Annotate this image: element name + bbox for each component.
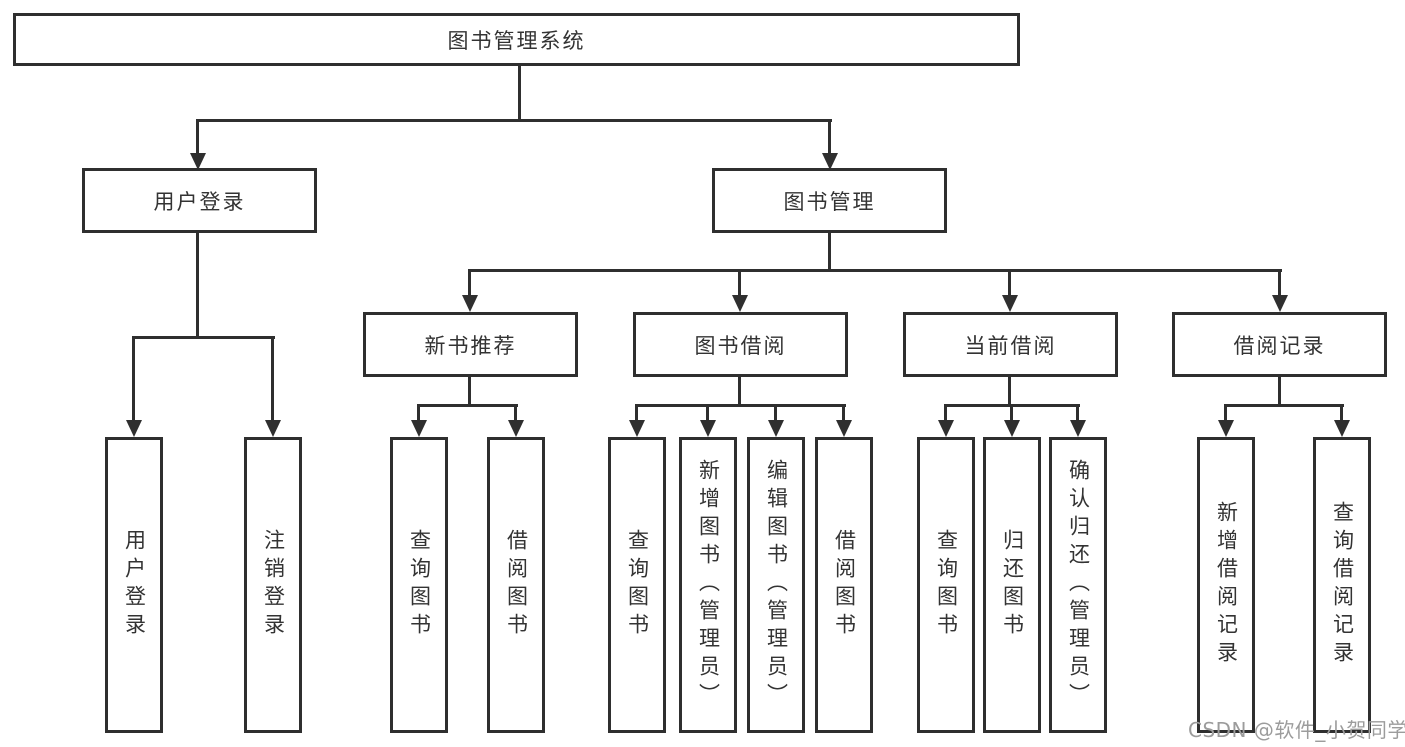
arrow-down <box>738 270 741 295</box>
leaf-query-books-recommend: 查询图书 <box>390 437 448 733</box>
leaf-label: 查询图书 <box>625 529 650 641</box>
leaf-query-borrow-record: 查询借阅记录 <box>1313 437 1371 733</box>
connector-line <box>635 404 846 407</box>
arrow-down <box>271 337 274 420</box>
connector-line <box>468 375 471 407</box>
node-library-system: 图书管理系统 <box>13 13 1020 66</box>
node-book-borrowing: 图书借阅 <box>633 312 848 377</box>
leaf-label: 编辑图书（管理员） <box>764 459 789 711</box>
leaf-query-books-borrowing: 查询图书 <box>608 437 666 733</box>
leaf-label: 确认归还（管理员） <box>1066 459 1091 711</box>
arrow-down <box>828 120 831 153</box>
node-label: 借阅记录 <box>1233 333 1326 358</box>
node-label: 用户登录 <box>153 189 246 214</box>
leaf-label: 借阅图书 <box>832 529 857 641</box>
leaf-borrow-books-recommend: 借阅图书 <box>487 437 545 733</box>
connector-line <box>518 64 521 122</box>
leaf-edit-books-admin: 编辑图书（管理员） <box>747 437 805 733</box>
arrow-down <box>514 405 517 420</box>
node-label: 新书推荐 <box>424 333 517 358</box>
connector-line <box>738 375 741 407</box>
leaf-label: 查询图书 <box>407 529 432 641</box>
arrow-down <box>635 405 638 420</box>
watermark: CSDN @软件_小贺同学 <box>1188 718 1405 742</box>
node-label: 当前借阅 <box>964 333 1057 358</box>
leaf-label: 借阅图书 <box>504 529 529 641</box>
node-current-borrowing: 当前借阅 <box>903 312 1118 377</box>
arrow-down <box>1008 270 1011 295</box>
arrow-down <box>842 405 845 420</box>
leaf-label: 新增借阅记录 <box>1214 501 1239 669</box>
leaf-borrow-books: 借阅图书 <box>815 437 873 733</box>
arrow-down <box>132 337 135 420</box>
connector-line <box>196 231 199 339</box>
arrow-down <box>1076 405 1079 420</box>
node-label: 图书管理 <box>783 189 876 214</box>
leaf-label: 查询借阅记录 <box>1330 501 1355 669</box>
leaf-add-borrow-record: 新增借阅记录 <box>1197 437 1255 733</box>
leaf-return-books: 归还图书 <box>983 437 1041 733</box>
node-new-book-recommend: 新书推荐 <box>363 312 578 377</box>
leaf-query-books-current: 查询图书 <box>917 437 975 733</box>
connector-line <box>1224 404 1344 407</box>
node-borrowing-records: 借阅记录 <box>1172 312 1387 377</box>
leaf-label: 注销登录 <box>261 529 286 641</box>
arrow-down <box>196 120 199 153</box>
connector-line <box>828 231 831 272</box>
connector-line <box>196 119 832 122</box>
leaf-add-books-admin: 新增图书（管理员） <box>679 437 737 733</box>
arrow-down <box>1010 405 1013 420</box>
node-user-login: 用户登录 <box>82 168 317 233</box>
arrow-down <box>774 405 777 420</box>
leaf-label: 归还图书 <box>1000 529 1025 641</box>
arrow-down <box>1278 270 1281 295</box>
leaf-confirm-return-admin: 确认归还（管理员） <box>1049 437 1107 733</box>
leaf-label: 查询图书 <box>934 529 959 641</box>
arrow-down <box>706 405 709 420</box>
arrow-down <box>468 270 471 295</box>
leaf-label: 用户登录 <box>122 529 147 641</box>
arrow-down <box>944 405 947 420</box>
connector-line <box>468 269 1282 272</box>
leaf-user-login: 用户登录 <box>105 437 163 733</box>
connector-line <box>1278 375 1281 407</box>
node-book-management: 图书管理 <box>712 168 947 233</box>
arrow-down <box>1340 405 1343 420</box>
node-label: 图书管理系统 <box>447 28 586 53</box>
leaf-logout: 注销登录 <box>244 437 302 733</box>
connector-line <box>417 404 518 407</box>
leaf-label: 新增图书（管理员） <box>696 459 721 711</box>
connector-line <box>1008 375 1011 407</box>
connector-line <box>132 336 275 339</box>
arrow-down <box>417 405 420 420</box>
arrow-down <box>1224 405 1227 420</box>
node-label: 图书借阅 <box>694 333 787 358</box>
